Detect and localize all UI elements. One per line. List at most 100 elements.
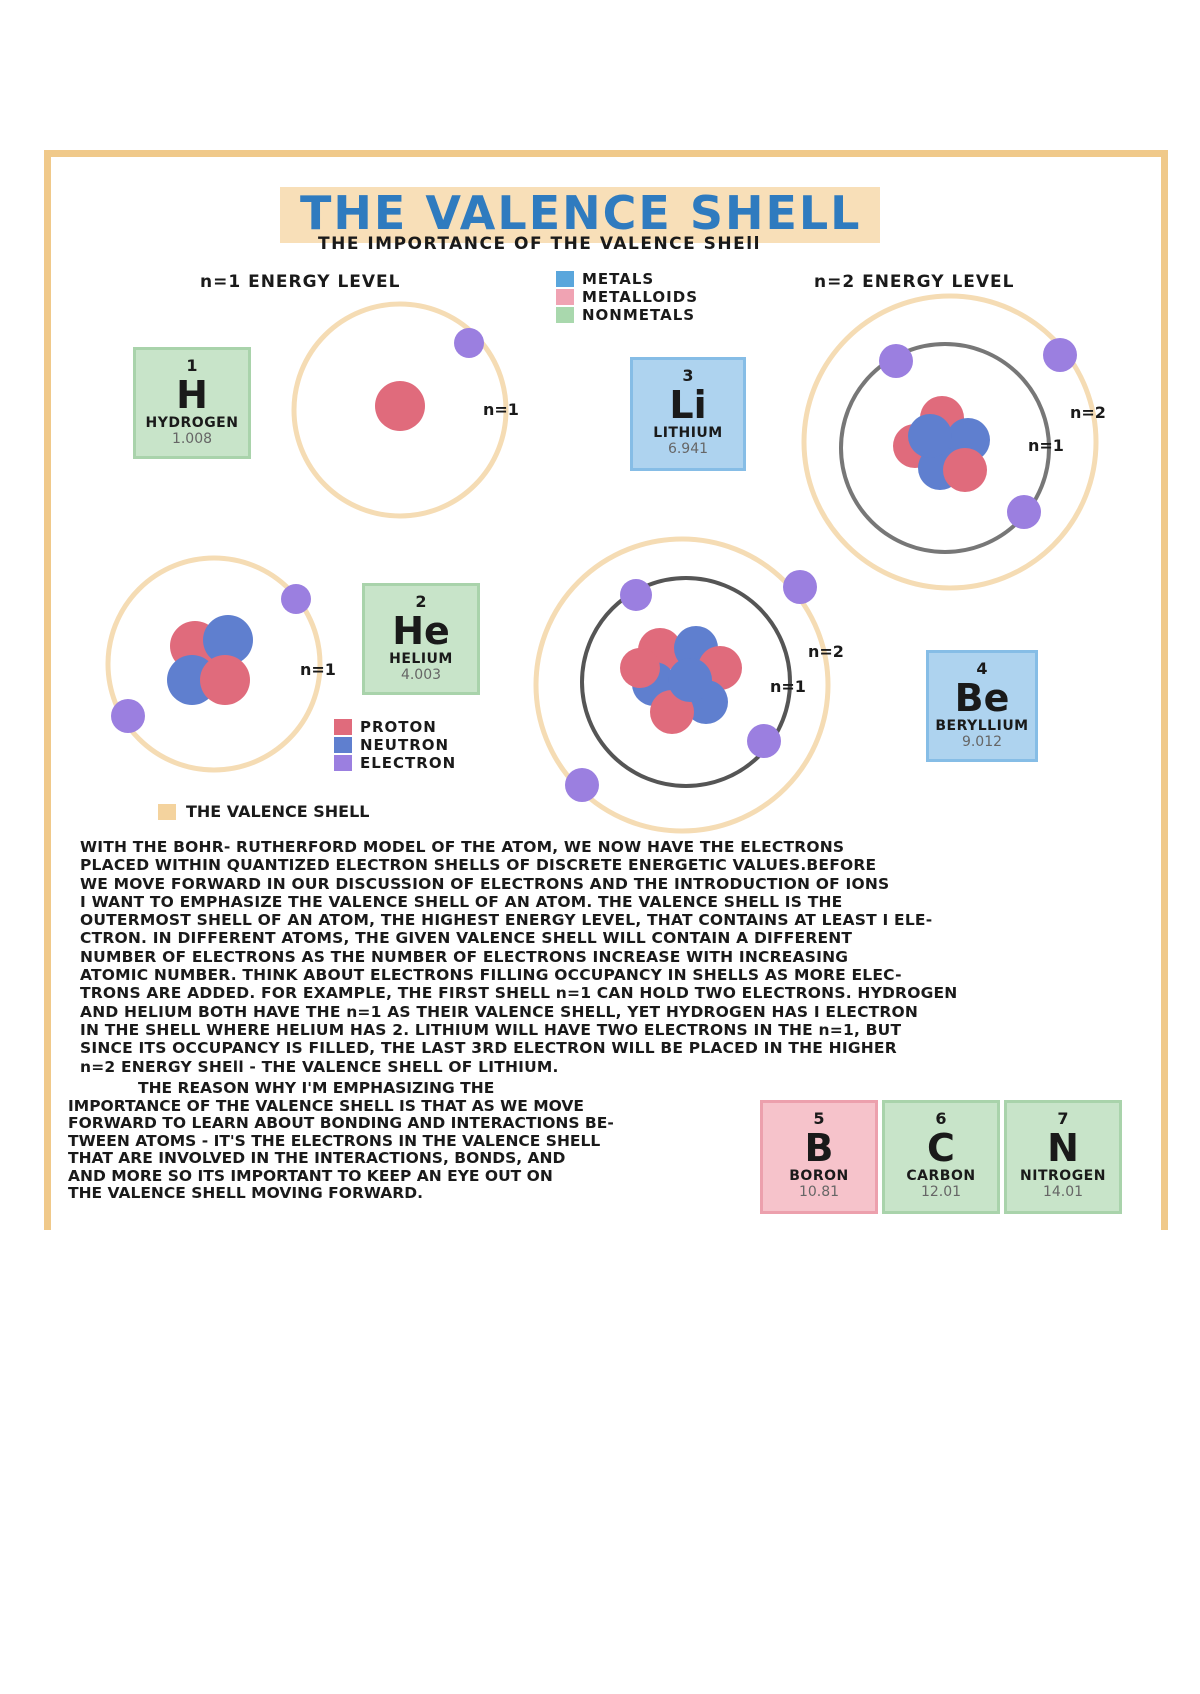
element-symbol: H [176, 373, 208, 417]
element-name: CARBON [906, 1168, 976, 1184]
proton [200, 655, 250, 705]
element-type-legend: METALS METALLOIDS NONMETALS [556, 270, 698, 324]
element-symbol: B [804, 1126, 834, 1170]
legend-item-nonmetals: NONMETALS [556, 306, 698, 324]
electron [281, 584, 311, 614]
element-symbol: C [927, 1126, 955, 1170]
neutron [908, 414, 952, 458]
n1-energy-level-heading: n=1 ENERGY LEVEL [200, 272, 401, 292]
atomic-mass: 4.003 [400, 667, 442, 683]
text-line: NUMBER OF ELECTRONS AS THE NUMBER OF ELE… [80, 947, 849, 966]
text-line: I WANT TO EMPHASIZE THE VALENCE SHELL OF… [80, 892, 843, 911]
atomic-number: 4 [976, 659, 988, 678]
atomic-mass: 9.012 [961, 734, 1003, 750]
helium-atom [105, 555, 323, 773]
text-line: AND MORE SO ITS IMPORTANT TO KEEP AN EYE… [68, 1166, 553, 1185]
text-line: ATOMIC NUMBER. THINK ABOUT ELECTRONS FIL… [80, 966, 902, 985]
proton [943, 448, 987, 492]
metalloids-swatch [556, 289, 574, 305]
text-line: OUTERMOST SHELL OF AN ATOM, THE HIGHEST … [80, 911, 933, 930]
text-line: PLACED WITHIN QUANTIZED ELECTRON SHELLS … [80, 856, 877, 875]
element-name: NITROGEN [1020, 1168, 1106, 1184]
neutron [203, 615, 253, 665]
legend-label: NEUTRON [360, 736, 450, 754]
text-line: THE VALENCE SHELL MOVING FORWARD. [68, 1184, 423, 1202]
text-line: TRONS ARE ADDED. FOR EXAMPLE, THE FIRST … [80, 984, 958, 1003]
atomic-mass: 1.008 [171, 431, 213, 447]
n2-energy-level-heading: n=2 ENERGY LEVEL [814, 272, 1015, 292]
atomic-number: 1 [186, 356, 198, 375]
lithium-inner-shell [839, 342, 1051, 554]
element-symbol: Li [669, 383, 707, 427]
electron [879, 344, 913, 378]
poster-frame [44, 150, 1168, 1230]
hydrogen-valence-shell [291, 301, 509, 519]
electron [747, 724, 781, 758]
text-line: IMPORTANCE OF THE VALENCE SHELL IS THAT … [68, 1096, 585, 1115]
text-line: n=2 ENERGY SHEll - THE VALENCE SHELL OF … [80, 1057, 559, 1076]
legend-item-proton: PROTON [334, 718, 456, 736]
electron [565, 768, 599, 802]
atomic-mass: 14.01 [1042, 1184, 1084, 1200]
element-name: BERYLLIUM [935, 718, 1029, 734]
legend-item-electron: ELECTRON [334, 754, 456, 772]
element-tile-carbon: 6 C CARBON 12.01 [882, 1100, 1000, 1214]
element-symbol: N [1047, 1126, 1079, 1170]
proton [620, 648, 660, 688]
beryllium-n2-label: n=2 [808, 642, 844, 661]
element-name: HELIUM [389, 651, 453, 667]
atomic-mass: 10.81 [798, 1184, 840, 1200]
atomic-number: 3 [682, 366, 694, 385]
neutron-swatch [334, 737, 352, 753]
hydrogen-electron [454, 328, 484, 358]
legend-label: PROTON [360, 718, 437, 736]
lithium-n2-label: n=2 [1070, 403, 1106, 422]
beryllium-n1-label: n=1 [770, 677, 806, 696]
atomic-number: 7 [1057, 1109, 1069, 1128]
electron-swatch [334, 755, 352, 771]
lithium-valence-shell [801, 293, 1099, 591]
legend-item-neutron: NEUTRON [334, 736, 456, 754]
text-line: THE REASON WHY I'M EMPHASIZING THE [138, 1079, 495, 1097]
atomic-number: 5 [813, 1109, 825, 1128]
legend-label: NONMETALS [582, 306, 696, 324]
electron [1043, 338, 1077, 372]
element-tile-hydrogen: 1 H HYDROGEN 1.008 [133, 347, 251, 459]
text-line: IN THE SHELL WHERE HELIUM HAS 2. LITHIUM… [80, 1020, 902, 1039]
helium-valence-shell [105, 555, 323, 773]
element-tile-nitrogen: 7 N NITROGEN 14.01 [1004, 1100, 1122, 1214]
helium-shell-label: n=1 [300, 660, 336, 679]
text-line: FORWARD TO LEARN ABOUT BONDING AND INTER… [68, 1114, 614, 1132]
text-line: CTRON. IN DIFFERENT ATOMS, THE GIVEN VAL… [80, 929, 853, 948]
text-line: THAT ARE INVOLVED IN THE INTERACTIONS, B… [68, 1149, 566, 1167]
text-line: AND HELIUM BOTH HAVE THE n=1 AS THEIR VA… [80, 1002, 919, 1021]
proton-swatch [334, 719, 352, 735]
proton [650, 690, 694, 734]
hydrogen-shell-label: n=1 [483, 400, 519, 419]
lithium-atom [801, 293, 1099, 591]
legend-item-metalloids: METALLOIDS [556, 288, 698, 306]
hydrogen-proton [375, 381, 425, 431]
valence-shell-key-label: THE VALENCE SHELL [186, 802, 370, 821]
atomic-mass: 12.01 [920, 1184, 962, 1200]
legend-label: ELECTRON [360, 754, 457, 772]
atomic-number: 6 [935, 1109, 947, 1128]
metals-swatch [556, 271, 574, 287]
title-highlight [280, 187, 880, 243]
paragraph-main: WITH THE BOHR- RUTHERFORD MODEL OF THE A… [80, 838, 1140, 1076]
element-name: HYDROGEN [145, 415, 239, 431]
beryllium-valence-shell [533, 536, 831, 834]
text-line: WE MOVE FORWARD IN OUR DISCUSSION OF ELE… [80, 874, 890, 893]
element-tile-boron: 5 B BORON 10.81 [760, 1100, 878, 1214]
legend-item-metals: METALS [556, 270, 698, 288]
page-title: THE VALENCE SHELL [300, 186, 862, 240]
valence-shell-swatch [158, 803, 176, 820]
element-tile-beryllium: 4 Be BERYLLIUM 9.012 [926, 650, 1038, 762]
atomic-mass: 6.941 [667, 441, 709, 457]
element-symbol: Be [954, 676, 1010, 720]
element-tile-helium: 2 He HELIUM 4.003 [362, 583, 480, 695]
beryllium-atom [533, 536, 831, 834]
neutron [668, 658, 712, 702]
text-line: SINCE ITS OCCUPANCY IS FILLED, THE LAST … [80, 1039, 897, 1058]
element-tile-lithium: 3 Li LITHIUM 6.941 [630, 357, 746, 471]
